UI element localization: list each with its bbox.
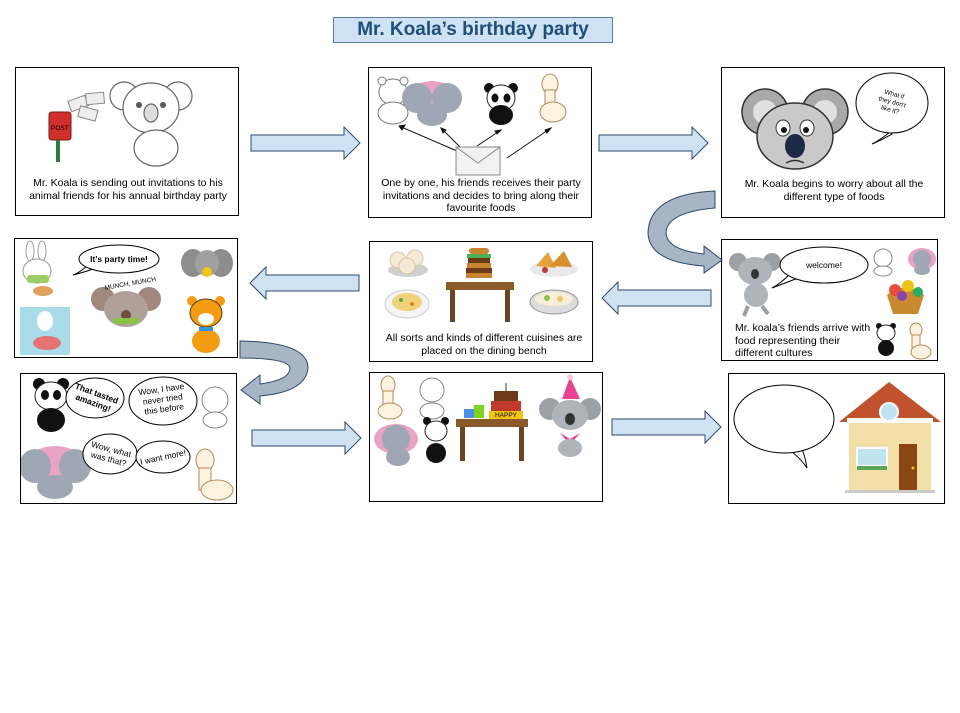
tiger-outline-icon: [377, 76, 409, 125]
speech-bubble-tasted: That tasted amazing!: [65, 377, 125, 419]
invitation-arrows: [398, 124, 553, 159]
svg-text:POST: POST: [51, 125, 69, 132]
panel-5-dining-bench: All sorts and kinds of different cuisine…: [369, 241, 593, 362]
panel-3-worry: What if they don't like it? Mr. Koala be…: [721, 67, 945, 218]
panel-8-art: HAPPY: [374, 374, 601, 466]
panel-2-art: [377, 73, 567, 176]
tiger-outline-icon: [201, 386, 229, 429]
panel-4-caption: Mr. koala’s friends arrive with food rep…: [735, 322, 871, 359]
dumplings-icon: [388, 249, 428, 277]
tiger-outline-icon: [873, 248, 893, 277]
elephant-icon: [908, 248, 936, 275]
panel-4-friends-arrive: welcome! Mr. koala’s friends arrive with…: [721, 239, 938, 361]
arrow-panel4-to-panel5: [601, 281, 712, 315]
elephant-icon: [402, 81, 462, 126]
panel-6-party-time: It’s party time! MUNCH, MUNCH: [14, 238, 238, 358]
noodle-bowl-icon: [529, 289, 579, 315]
fried-rice-icon: [384, 289, 430, 319]
speech-bubble-what-was-that: Wow, what was that?: [82, 433, 138, 475]
panel-5-caption: All sorts and kinds of different cuisine…: [385, 332, 583, 357]
koala-outline-icon: [109, 81, 193, 167]
svg-text:It’s party time!: It’s party time!: [90, 254, 148, 264]
svg-text:welcome!: welcome!: [805, 260, 842, 270]
panda-icon: [33, 378, 69, 432]
samosa-plate-icon: [530, 251, 578, 277]
llama-icon: [195, 448, 234, 501]
panel-7-tasting: That tasted amazing! Wow, I have never t…: [20, 373, 237, 504]
panel-1-invitations: POST Mr. Koala is sending out invitation…: [15, 67, 239, 216]
arrow-panel7-to-panel8: [251, 421, 362, 455]
panel-9-ending: [728, 373, 945, 504]
panel-9-art: [733, 382, 941, 493]
speech-bubble-never-tried: Wow, I have never tried this before: [128, 376, 198, 426]
fruit-basket-icon: [887, 280, 924, 314]
speech-bubble-party-time: It’s party time!: [72, 244, 160, 276]
panel-7-art: That tasted amazing! Wow, I have never t…: [21, 376, 234, 501]
koala-waving-icon: [729, 253, 781, 317]
panel-1-caption: Mr. Koala is sending out invitations to …: [29, 177, 227, 202]
gift-boxes-icon: [464, 405, 484, 418]
panel-2-friends-receive: One by one, his friends receives their p…: [368, 67, 592, 218]
speech-bubble-want-more: I want more!: [135, 440, 191, 474]
koala-party-hat-icon: [539, 374, 601, 457]
koala-worried-icon: [741, 88, 849, 170]
house-icon: [839, 382, 941, 493]
arrow-panel5-to-panel6: [249, 266, 360, 300]
llama-icon: [377, 375, 403, 420]
dining-table-icon: [456, 419, 528, 461]
panda-icon: [876, 323, 896, 356]
panel-8-celebration: HAPPY: [369, 372, 603, 502]
empty-speech-bubble: [733, 384, 835, 469]
panel-4-art: welcome!: [729, 246, 936, 360]
elephant-icon: [21, 446, 91, 499]
bunny-eating-icon: [22, 240, 53, 296]
koala-eating-icon: MUNCH, MUNCH: [91, 276, 161, 327]
mailbox-icon: POST: [48, 91, 106, 162]
llama-cake-icon: [20, 307, 70, 355]
birthday-cake-icon: HAPPY: [489, 383, 523, 419]
elephant-eating-icon: [181, 249, 233, 277]
panel-3-caption: Mr. Koala begins to worry about all the …: [744, 178, 924, 203]
tiger-outline-icon: [419, 377, 445, 420]
panel-3-art: What if they don't like it?: [741, 72, 929, 170]
arrow-panel8-to-panel9: [611, 410, 722, 444]
curved-arrow-panel6-to-panel7: [239, 340, 309, 405]
tiger-drinking-icon: [187, 296, 225, 353]
panel-5-art: [384, 248, 579, 322]
panda-icon: [484, 83, 518, 125]
envelope-icon: [455, 146, 501, 176]
elephant-icon: [374, 424, 418, 466]
svg-text:HAPPY: HAPPY: [495, 412, 518, 419]
curved-arrow-panel3-to-panel4: [647, 190, 723, 274]
arrow-panel1-to-panel2: [250, 126, 361, 160]
dining-table-icon: [446, 282, 514, 322]
panel-6-art: It’s party time! MUNCH, MUNCH: [20, 240, 233, 355]
thought-bubble: What if they don't like it?: [855, 72, 929, 145]
panel-2-caption: One by one, his friends receives their p…: [381, 177, 581, 214]
panda-icon: [423, 417, 449, 463]
page-title: Mr. Koala’s birthday party: [333, 17, 613, 43]
panel-1-art: POST: [48, 81, 193, 167]
burger-stack-icon: [466, 248, 492, 278]
speech-bubble-welcome: welcome!: [771, 246, 869, 289]
llama-icon: [539, 73, 567, 123]
arrow-panel2-to-panel3: [598, 126, 709, 160]
svg-text:like it?: like it?: [880, 104, 900, 116]
llama-icon: [909, 322, 932, 360]
